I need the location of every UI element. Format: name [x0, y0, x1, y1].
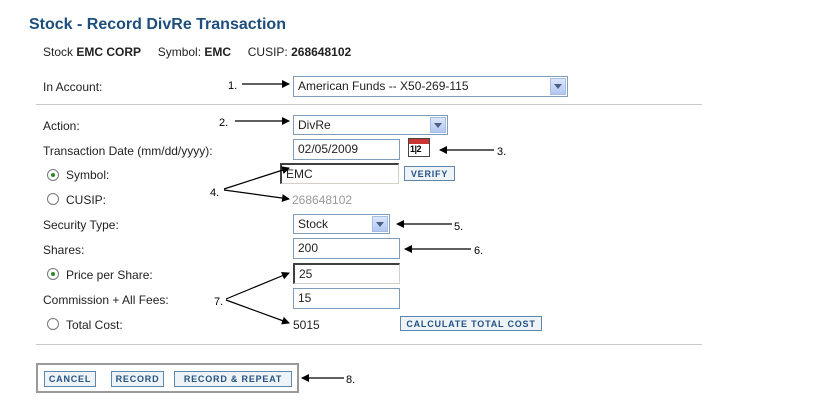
date-input[interactable]: 02/05/2009 — [293, 139, 400, 160]
divider-bottom — [36, 344, 702, 345]
page-title: Stock - Record DivRe Transaction — [29, 16, 286, 33]
chevron-down-icon[interactable] — [430, 117, 446, 133]
total-label: Total Cost: — [66, 318, 123, 332]
divider-top — [36, 104, 702, 105]
button-group — [36, 363, 299, 393]
callout-5: 5. — [454, 221, 464, 233]
verify-button[interactable]: VERIFY — [404, 166, 455, 181]
total-value: 5015 — [293, 318, 320, 332]
fees-input[interactable]: 15 — [293, 288, 400, 309]
arrow-7b — [225, 299, 290, 325]
shares-label: Shares: — [43, 243, 85, 257]
stock-value: EMC CORP — [76, 45, 142, 59]
calendar-icon[interactable]: 1|2 — [408, 138, 430, 157]
action-select[interactable]: DivRe — [293, 115, 448, 135]
symbol-radio[interactable] — [47, 169, 59, 181]
chevron-down-icon[interactable] — [372, 216, 388, 232]
record-button[interactable]: RECORD — [111, 371, 164, 387]
price-input[interactable]: 25 — [293, 263, 400, 284]
calendar-icon-text: 1|2 — [410, 144, 422, 154]
arrow-7a — [225, 271, 290, 300]
account-select[interactable]: American Funds -- X50-269-115 — [293, 76, 568, 97]
cusip-label: CUSIP: — [66, 193, 107, 207]
callout-4: 4. — [210, 187, 220, 199]
callout-1: 1. — [228, 80, 238, 92]
arrow-4a — [223, 166, 290, 190]
security-type-label: Security Type: — [43, 218, 119, 232]
action-select-value: DivRe — [298, 118, 331, 132]
shares-input[interactable]: 200 — [293, 238, 400, 259]
symbol-info-label: Symbol: — [157, 45, 202, 59]
callout-3: 3. — [497, 146, 507, 158]
calculate-total-button[interactable]: CALCULATE TOTAL COST — [400, 316, 542, 331]
symbol-input[interactable]: EMC — [280, 163, 399, 184]
arrow-4b — [223, 189, 290, 203]
symbol-info-value: EMC — [204, 45, 232, 59]
price-radio[interactable] — [47, 268, 59, 280]
cancel-button[interactable]: CANCEL — [44, 371, 96, 387]
security-type-value: Stock — [298, 217, 329, 231]
cusip-info-value: 268648102 — [291, 45, 352, 59]
callout-2: 2. — [219, 117, 229, 129]
cusip-radio[interactable] — [47, 193, 59, 205]
security-type-select[interactable]: Stock — [293, 214, 390, 234]
stock-label: Stock — [43, 45, 74, 59]
fees-label: Commission + All Fees: — [43, 293, 169, 307]
stock-info: Stock EMC CORP Symbol: EMC CUSIP: 268648… — [43, 45, 351, 59]
symbol-label: Symbol: — [66, 168, 110, 182]
date-label: Transaction Date (mm/dd/yyyy): — [43, 144, 213, 158]
record-repeat-button[interactable]: RECORD & REPEAT — [174, 371, 292, 387]
account-label: In Account: — [43, 80, 103, 94]
callout-8: 8. — [346, 374, 356, 386]
price-label: Price per Share: — [66, 268, 153, 282]
total-radio[interactable] — [47, 318, 59, 330]
callout-6: 6. — [474, 245, 484, 257]
cusip-info-label: CUSIP: — [247, 45, 288, 59]
action-label: Action: — [43, 119, 80, 133]
account-select-value: American Funds -- X50-269-115 — [298, 79, 469, 93]
chevron-down-icon[interactable] — [550, 78, 566, 95]
callout-7: 7. — [214, 296, 224, 308]
cusip-value: 268648102 — [292, 193, 353, 207]
